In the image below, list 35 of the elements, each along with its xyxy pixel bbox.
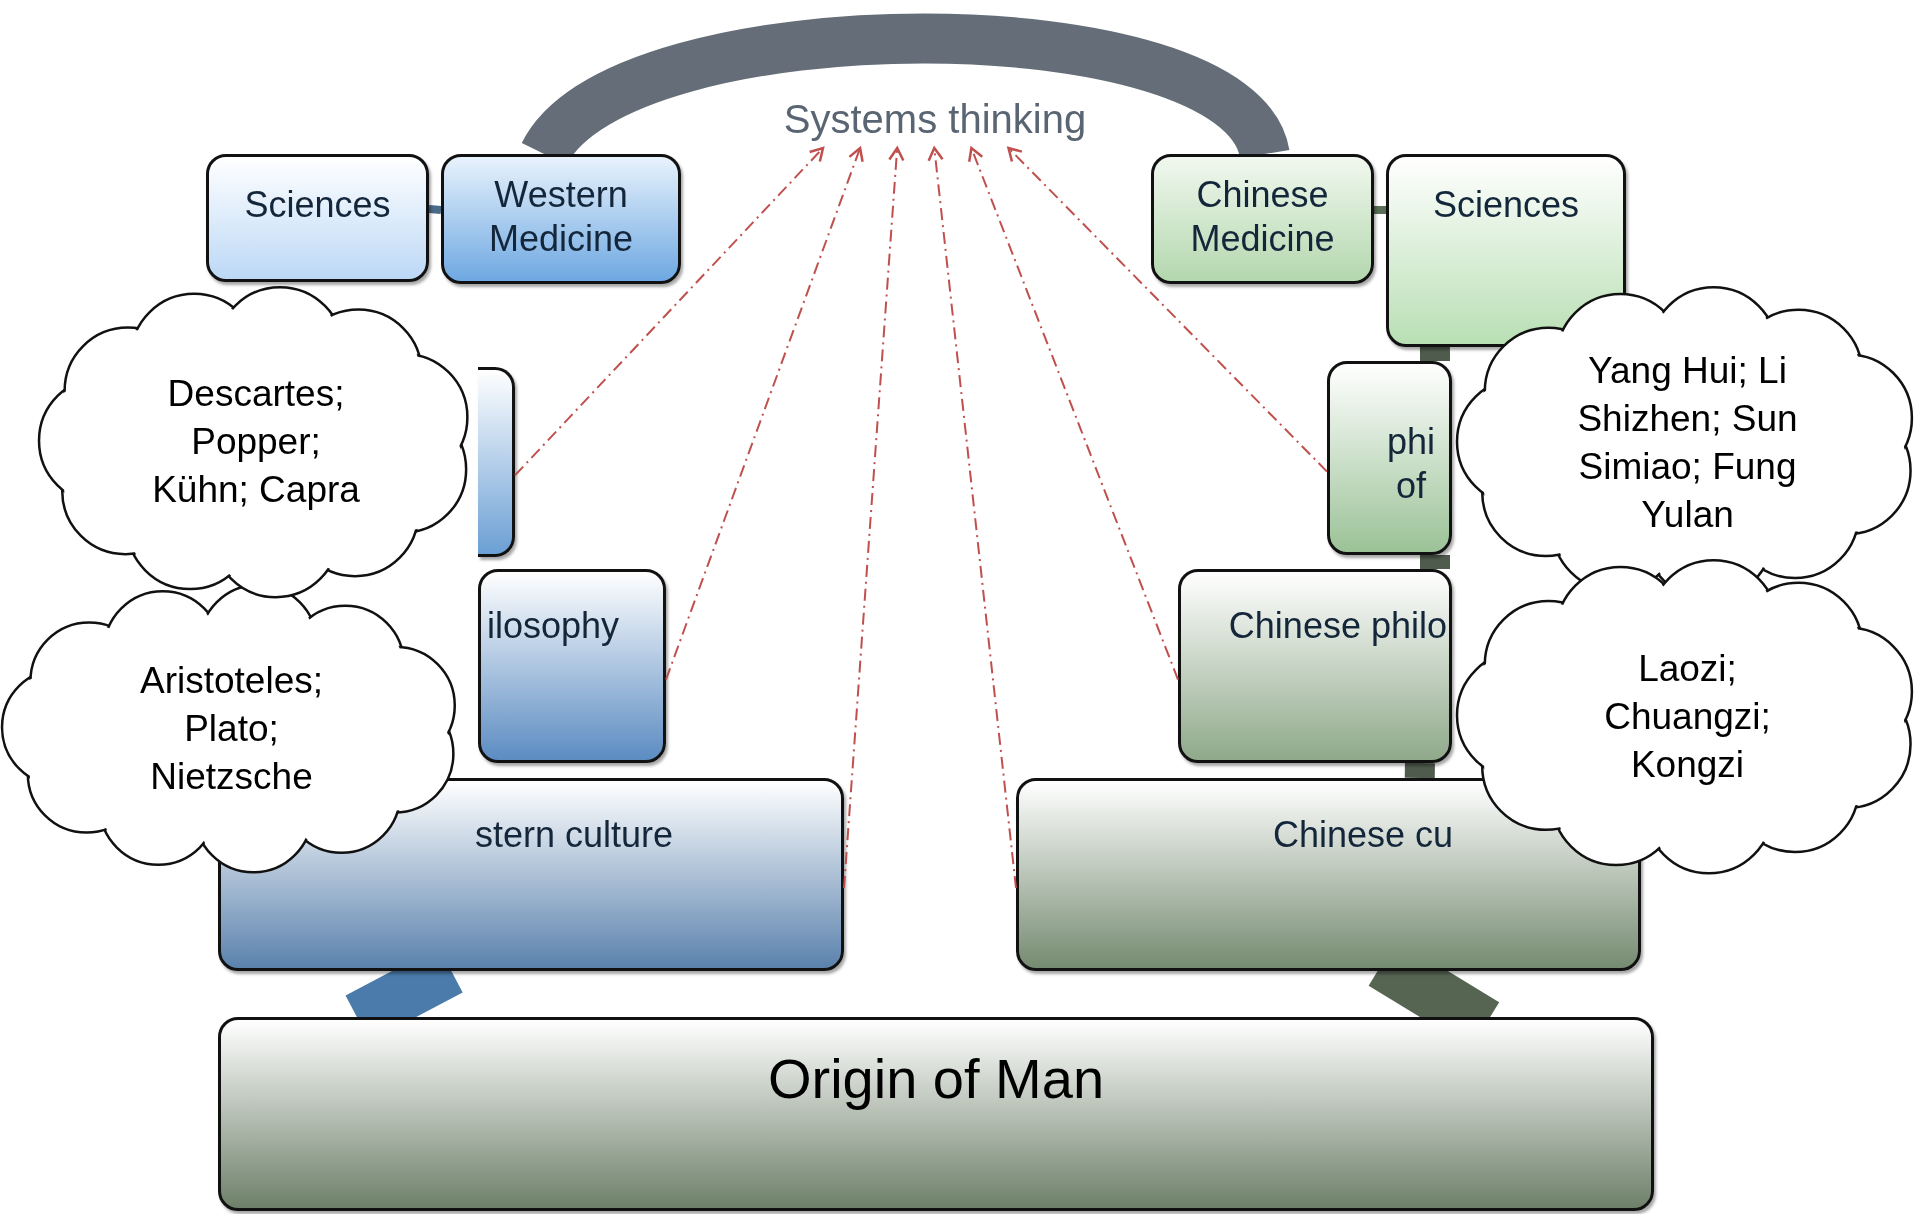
rounded-box — [478, 367, 515, 557]
box-label: phi of — [1385, 420, 1436, 508]
box-label: Sciences — [1431, 183, 1581, 227]
rounded-box — [1386, 154, 1626, 347]
box-label: Chinese cu — [1271, 813, 1453, 857]
dashed-arrow — [843, 146, 905, 889]
box-label: Chinese philo — [1227, 604, 1447, 648]
dashed-arrow — [1007, 146, 1328, 473]
rounded-box — [1178, 569, 1452, 763]
connector-line — [1374, 205, 1386, 214]
connector-line — [428, 205, 442, 214]
cloud-label: Laozi; Chuangzi; Kongzi — [1603, 646, 1772, 787]
heading-label: Systems thinking — [760, 90, 1110, 148]
box-label: Chinese Medicine — [1189, 173, 1336, 261]
connector-band — [1404, 762, 1435, 779]
rounded-box — [441, 154, 681, 284]
box-label: Western Medicine — [487, 173, 635, 261]
rounded-box — [478, 569, 666, 763]
rounded-box — [218, 1017, 1654, 1211]
connector-band — [1419, 346, 1450, 362]
dashed-arrow — [967, 146, 1179, 681]
box-label: ilosophy — [487, 604, 621, 648]
connector-band — [1420, 555, 1450, 569]
box-label: Origin of Man — [766, 1046, 1106, 1112]
dashed-arrow — [514, 146, 825, 477]
cloud-label: Yang Hui; Li Shizhen; Sun Simiao; Fung Yulan — [1576, 349, 1799, 537]
rounded-box — [206, 154, 429, 282]
rounded-box — [1151, 154, 1374, 284]
cloud-label: Aristoteles; Plato; Nietzsche — [139, 658, 324, 799]
box-label: Sciences — [243, 183, 392, 227]
box-label: stern culture — [475, 813, 675, 857]
cloud-label: Descartes; Popper; Kühn; Capra — [151, 372, 361, 512]
dashed-arrow — [665, 146, 864, 681]
dashed-arrow — [927, 146, 1017, 889]
rounded-box — [1327, 361, 1452, 555]
